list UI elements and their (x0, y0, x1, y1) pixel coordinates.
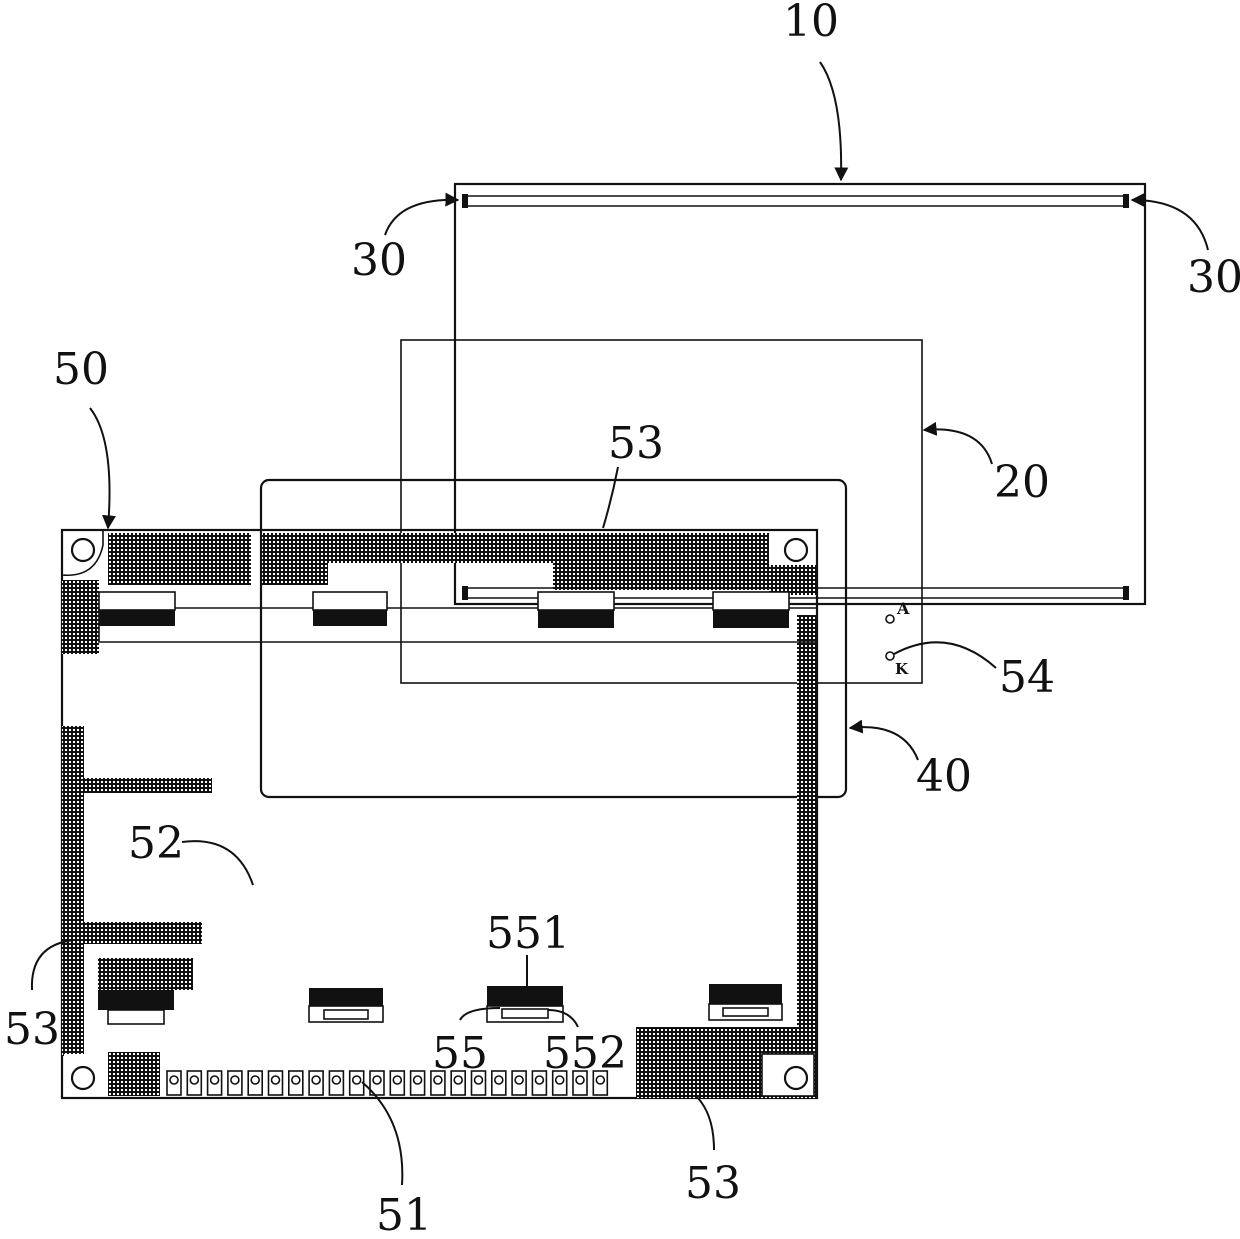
pin-hole-11 (373, 1076, 381, 1084)
pad-anode-mark: A (896, 599, 910, 618)
label-552: 552 (543, 1028, 627, 1079)
label-20: 20 (994, 457, 1050, 508)
copper-areas-53 (62, 533, 817, 1098)
pin-hole-17 (495, 1076, 503, 1084)
display-panel-20 (401, 340, 922, 683)
pin-hole-6 (272, 1076, 280, 1084)
label-55: 55 (432, 1028, 488, 1079)
pin-hole-8 (312, 1076, 320, 1084)
pin-hole-4 (231, 1076, 239, 1084)
leader-lines (32, 62, 1208, 1185)
label-52: 52 (128, 818, 184, 869)
board-outline (62, 530, 817, 1098)
spacer-tab-bottom-left (462, 586, 468, 600)
pin-hole-12 (393, 1076, 401, 1084)
pin-hole-5 (251, 1076, 259, 1084)
label-551: 551 (486, 908, 570, 959)
label-51: 51 (376, 1190, 432, 1234)
pads-54: A K (886, 599, 910, 678)
connector-551 (487, 986, 563, 1006)
label-53-left: 53 (4, 1004, 60, 1055)
spacer-tab-top-right (1123, 194, 1129, 208)
pin-hole-13 (414, 1076, 422, 1084)
label-50: 50 (53, 344, 109, 395)
pin-hole-2 (190, 1076, 198, 1084)
pin-hole-9 (332, 1076, 340, 1084)
circuit-board-50: A K (62, 530, 910, 1098)
pin-hole-1 (170, 1076, 178, 1084)
pin-hole-10 (353, 1076, 361, 1084)
label-53-bottom: 53 (685, 1158, 741, 1209)
touch-panel-40 (261, 480, 846, 797)
label-10: 10 (783, 0, 839, 47)
label-40: 40 (916, 751, 972, 802)
pad-cathode-mark: K (895, 660, 909, 678)
pin-header-51 (167, 1071, 607, 1095)
spacer-tab-top-left (462, 194, 468, 208)
pin-hole-3 (211, 1076, 219, 1084)
spacer-tab-bottom-right (1123, 586, 1129, 600)
label-54: 54 (999, 652, 1055, 703)
label-30-left: 30 (351, 235, 407, 286)
pin-hole-18 (515, 1076, 523, 1084)
bottom-connectors (98, 984, 782, 1024)
label-30-right: 30 (1187, 252, 1240, 303)
label-53-top: 53 (608, 418, 664, 469)
pin-hole-7 (292, 1076, 300, 1084)
